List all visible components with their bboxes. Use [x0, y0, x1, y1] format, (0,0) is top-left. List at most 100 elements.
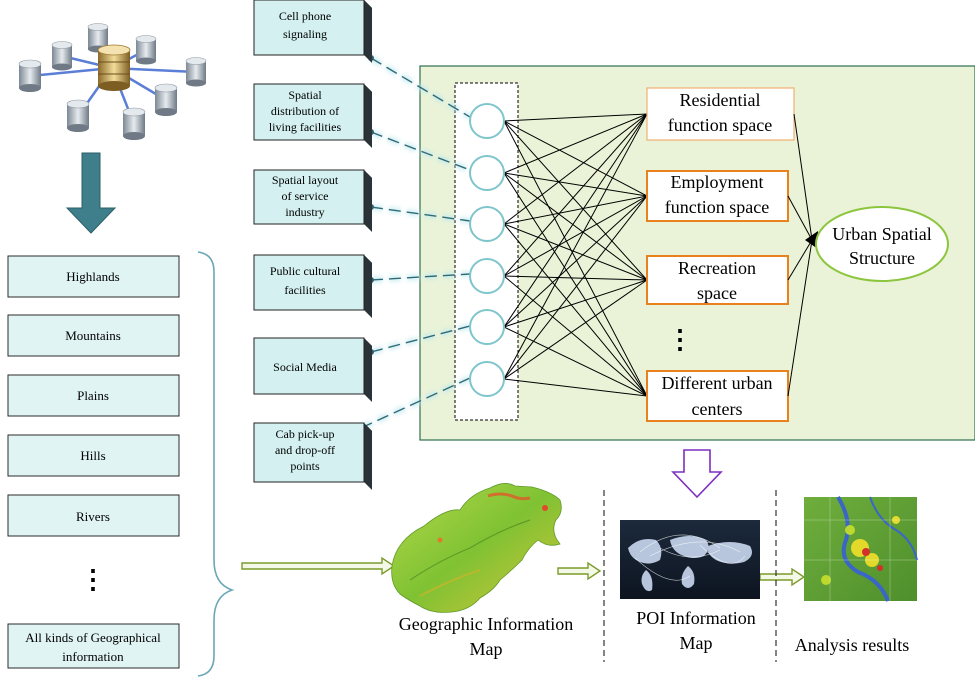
poi-map-image: [620, 520, 760, 599]
input-nodes: [469, 103, 505, 397]
geo-item-label: Plains: [77, 388, 109, 403]
geo-last-label-line2: information: [62, 649, 124, 664]
svg-text:Recreation: Recreation: [678, 258, 756, 278]
right-arrow-icon: [557, 561, 602, 581]
svg-text:living facilities: living facilities: [269, 120, 342, 134]
network-edge: [503, 275, 648, 281]
svg-text:signaling: signaling: [283, 27, 327, 41]
source-box: Cell phone signaling: [253, 0, 372, 63]
network-edge: [503, 195, 648, 328]
network-edge: [503, 113, 648, 277]
space-box: Recreation space: [646, 255, 789, 305]
svg-text:function space: function space: [668, 115, 772, 135]
svg-text:Employment: Employment: [671, 172, 764, 192]
svg-text:points: points: [290, 459, 320, 473]
svg-text:distribution of: distribution of: [271, 104, 339, 118]
geographic-map-image: [391, 483, 562, 613]
urban-structure-node: Urban Spatial Structure: [815, 206, 949, 282]
input-node: [469, 103, 505, 139]
right-arrow-icon: [241, 556, 396, 576]
network-edge: [503, 172, 648, 397]
geo-map-label-line1: Geographic Information: [399, 614, 573, 634]
network-edge: [503, 120, 648, 281]
purple-down-arrow-icon: [671, 449, 723, 499]
network-edge: [503, 195, 648, 380]
svg-text:Cab pick-up: Cab pick-up: [276, 427, 335, 441]
svg-text:of service: of service: [282, 189, 329, 203]
geo-item-label: Rivers: [76, 509, 110, 524]
network-edge: [503, 172, 648, 197]
separators: [603, 490, 777, 662]
input-node: [469, 155, 505, 191]
network-edge: [503, 378, 648, 397]
network-edge: [503, 113, 648, 174]
network-edge: [503, 195, 648, 277]
input-node: [469, 309, 505, 345]
svg-text:industry: industry: [285, 205, 324, 219]
network-edge: [503, 113, 648, 122]
svg-text:facilities: facilities: [284, 283, 326, 297]
source-box: Cab pick-up and drop-off points: [253, 422, 372, 490]
network-edge: [503, 172, 648, 281]
flow-arrows: [241, 556, 806, 587]
space-box: Residential function space: [646, 87, 795, 141]
svg-text:Different urban: Different urban: [661, 373, 772, 393]
svg-text:space: space: [697, 283, 737, 303]
input-node: [469, 206, 505, 242]
svg-text:Residential: Residential: [680, 90, 761, 110]
geo-item-box: Rivers: [7, 494, 180, 537]
network-edge: [503, 113, 648, 380]
geo-item-box: All kinds of Geographical information: [7, 623, 180, 669]
analysis-label: Analysis results: [795, 635, 910, 655]
function-spaces: Residential function space Employment fu…: [646, 87, 795, 422]
svg-text:Cell phone: Cell phone: [279, 9, 331, 23]
down-arrow-icon: [65, 152, 117, 234]
network-edge: [503, 113, 648, 328]
svg-text:Urban Spatial: Urban Spatial: [832, 224, 931, 244]
input-node: [469, 361, 505, 397]
right-arrow-icon: [759, 567, 806, 587]
svg-text:and drop-off: and drop-off: [275, 443, 335, 457]
geo-map-label-line2: Map: [470, 639, 503, 659]
svg-text:Structure: Structure: [849, 248, 915, 268]
space-box: Employment function space: [646, 170, 789, 222]
source-box: Public cultural facilities: [253, 254, 372, 318]
geo-item-box: Highlands: [7, 255, 180, 298]
network-connections: [503, 113, 648, 397]
svg-text:Public cultural: Public cultural: [270, 264, 341, 278]
geo-item-label: Mountains: [65, 328, 121, 343]
geo-item-box: Hills: [7, 434, 180, 477]
network-edge: [503, 326, 648, 397]
network-edge: [503, 120, 648, 397]
svg-text:Spatial layout: Spatial layout: [272, 173, 339, 187]
brace-icon: [197, 251, 235, 677]
output-labels: Geographic Information Map POI Informati…: [399, 608, 909, 659]
poi-map-label-line1: POI Information: [636, 608, 755, 628]
geo-info-list: Highlands Mountains Plains Hills Rivers …: [7, 255, 180, 669]
network-edge: [503, 223, 648, 397]
source-box: Spatial distribution of living facilitie…: [253, 83, 372, 148]
network-edge: [503, 120, 648, 197]
network-edge: [503, 195, 648, 225]
svg-text:centers: centers: [692, 399, 743, 419]
geo-item-box: Plains: [7, 374, 180, 417]
geo-item-label: Highlands: [66, 269, 119, 284]
source-box: Spatial layout of service industry: [253, 169, 372, 232]
svg-text:function space: function space: [665, 197, 769, 217]
space-box: Different urban centers: [646, 370, 789, 422]
geo-last-label-line1: All kinds of Geographical: [25, 630, 161, 645]
network-edge: [503, 223, 648, 281]
analysis-results-image: [804, 495, 918, 602]
geo-ellipsis: ⋮: [80, 565, 106, 594]
space-to-structure-links: [787, 113, 813, 397]
database-cluster-icon: [18, 23, 207, 140]
geo-item-box: Mountains: [7, 314, 180, 357]
data-sources: Cell phone signaling Spatial distributio…: [253, 0, 372, 490]
svg-text:Social Media: Social Media: [273, 360, 337, 374]
arrowhead-icon: [805, 231, 818, 249]
poi-map-label-line2: Map: [680, 633, 713, 653]
network-edge: [503, 275, 648, 397]
source-box: Social Media: [253, 337, 372, 402]
spaces-ellipsis: ⋮: [667, 325, 693, 354]
network-edge: [503, 113, 648, 225]
